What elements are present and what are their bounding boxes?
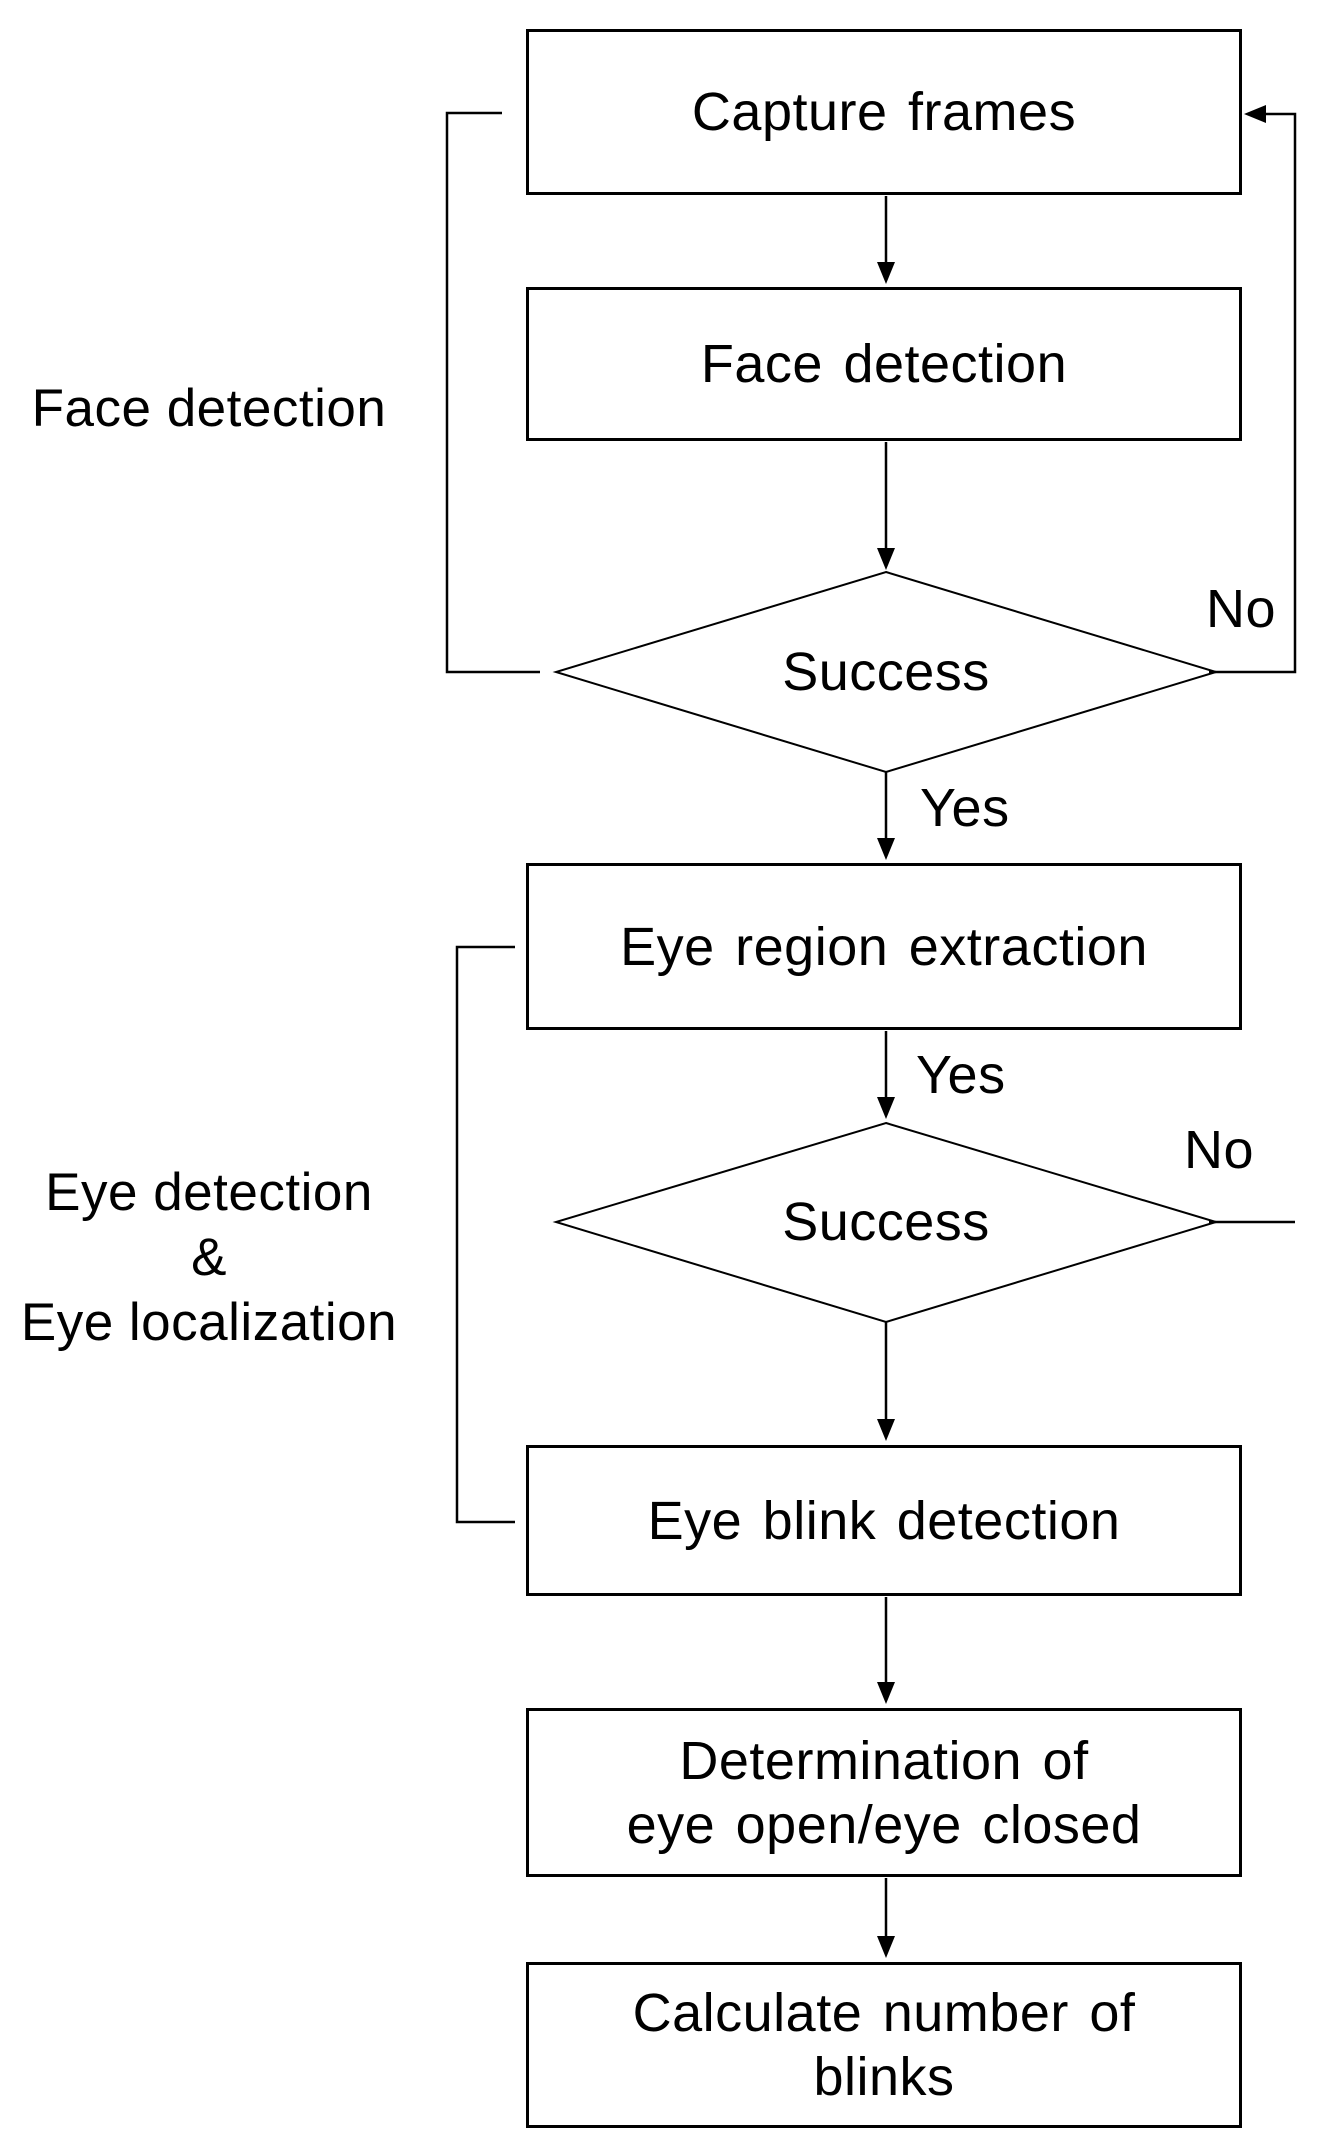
phase-label-eye-detection-localization: Eye detection & Eye localization — [0, 1160, 418, 1355]
phase-label-line1: Eye detection — [45, 1163, 373, 1222]
flow-node-label-line1: Determination of — [679, 1730, 1089, 1791]
flow-node-label: Face detection — [700, 334, 1068, 394]
flow-node-label: Capture frames — [691, 82, 1077, 142]
flow-node-capture-frames: Capture frames — [526, 29, 1242, 195]
arrowhead-down-icon — [877, 1097, 895, 1119]
arrowhead-down-icon — [877, 1936, 895, 1958]
phase-label-line2: & — [191, 1228, 227, 1287]
flow-node-eye-blink-detection: Eye blink detection — [526, 1445, 1242, 1596]
flow-node-calculate-blinks: Calculate number of blinks — [526, 1962, 1242, 2128]
flow-node-label: Eye blink detection — [647, 1490, 1121, 1551]
arrowhead-down-icon — [877, 838, 895, 860]
bracket-eye-detection-phase — [455, 945, 515, 1524]
arrowhead-down-icon — [877, 1419, 895, 1441]
branch-label-yes-2: Yes — [916, 1045, 1006, 1105]
branch-label-no-1: No — [1206, 579, 1277, 639]
flow-node-face-detection: Face detection — [526, 287, 1242, 441]
edge-no-loop-success1 — [1209, 112, 1297, 674]
flow-node-label-line2: blinks — [813, 2047, 955, 2107]
arrowhead-down-icon — [877, 1682, 895, 1704]
arrowhead-down-icon — [877, 548, 895, 570]
flow-node-determination: Determination of eye open/eye closed — [526, 1708, 1242, 1877]
branch-label-yes-1: Yes — [920, 778, 1010, 838]
phase-label-line3: Eye localization — [20, 1293, 398, 1352]
phase-label-face-detection: Face detection — [31, 379, 387, 438]
flow-node-eye-region-extraction: Eye region extraction — [526, 863, 1242, 1030]
arrowhead-down-icon — [877, 262, 895, 284]
flow-node-success-2-label: Success — [782, 1192, 990, 1252]
flow-node-label-line1: Calculate number of — [632, 1983, 1136, 2043]
bracket-face-detection-phase — [445, 111, 540, 674]
flow-node-label: Eye region extraction — [620, 916, 1148, 977]
flow-node-success-1-label: Success — [782, 642, 990, 702]
flow-node-label-line2: eye open/eye closed — [626, 1794, 1142, 1855]
arrowhead-left-icon — [1244, 105, 1266, 123]
branch-label-no-2: No — [1184, 1120, 1255, 1180]
